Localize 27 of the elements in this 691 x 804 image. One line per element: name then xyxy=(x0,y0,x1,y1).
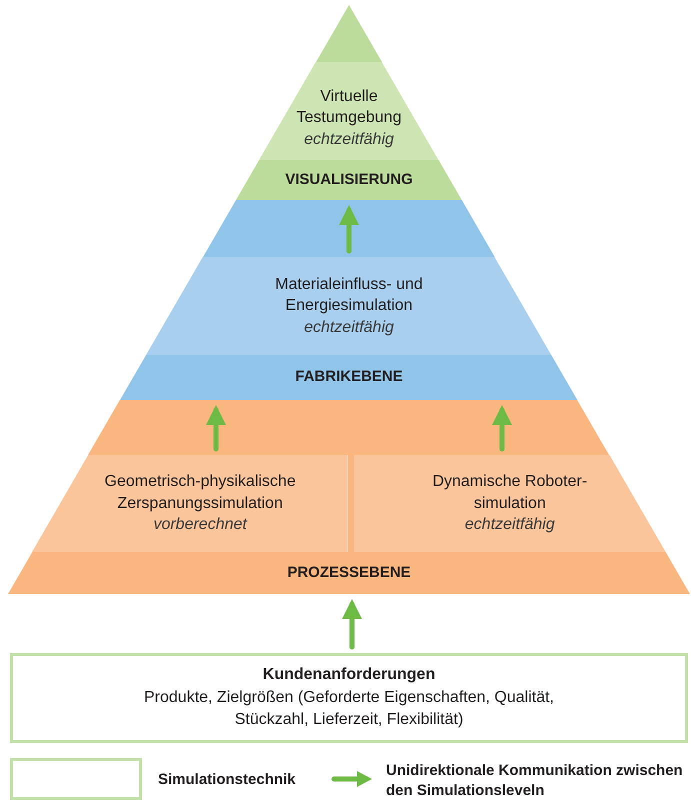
legend-label: Unidirektionale Kommunikation zwischen den Simulationsleveln xyxy=(386,761,684,802)
simulation-band xyxy=(259,62,439,160)
legend-label: Simulationstechnik xyxy=(158,770,297,790)
arrow xyxy=(206,405,226,452)
simulation-name: Virtuelle Testumgebung xyxy=(296,86,402,128)
level-title: FABRIKEBENE xyxy=(295,367,403,388)
requirements-text: Produkte, Zielgrößen (Geforderte Eigenschaften, Qualität, Stückzahl, Lieferzeit, Flexibilität) xyxy=(143,688,555,730)
simulation-mode: echtzeitfähig xyxy=(304,318,394,338)
simulation-mode: echtzeitfähig xyxy=(464,515,555,536)
simulation-name: Materialeinfluss- und Energiesimulation xyxy=(274,274,424,316)
arrow xyxy=(339,205,359,254)
level-title: PROZESSEBENE xyxy=(287,562,411,583)
level-band xyxy=(8,552,690,594)
simulation-mode: vorberechnet xyxy=(153,515,247,536)
simulation-band xyxy=(354,455,666,552)
simulation-name: Geometrisch-physikalische Zerspanungssimulation xyxy=(104,472,297,514)
arrow xyxy=(342,599,362,650)
simulation-name: Dynamische Roboter- simulation xyxy=(431,472,588,514)
simulation-band xyxy=(32,455,348,552)
arrow xyxy=(492,405,512,452)
simulation-mode: echtzeitfähig xyxy=(304,130,394,150)
level-band xyxy=(120,355,578,400)
requirements-box xyxy=(10,653,688,743)
level-title: VISUALISIERUNG xyxy=(285,170,413,190)
requirements-title: Kundenanforderungen xyxy=(262,665,436,686)
simulation-band xyxy=(146,257,552,355)
level-band xyxy=(236,160,462,200)
